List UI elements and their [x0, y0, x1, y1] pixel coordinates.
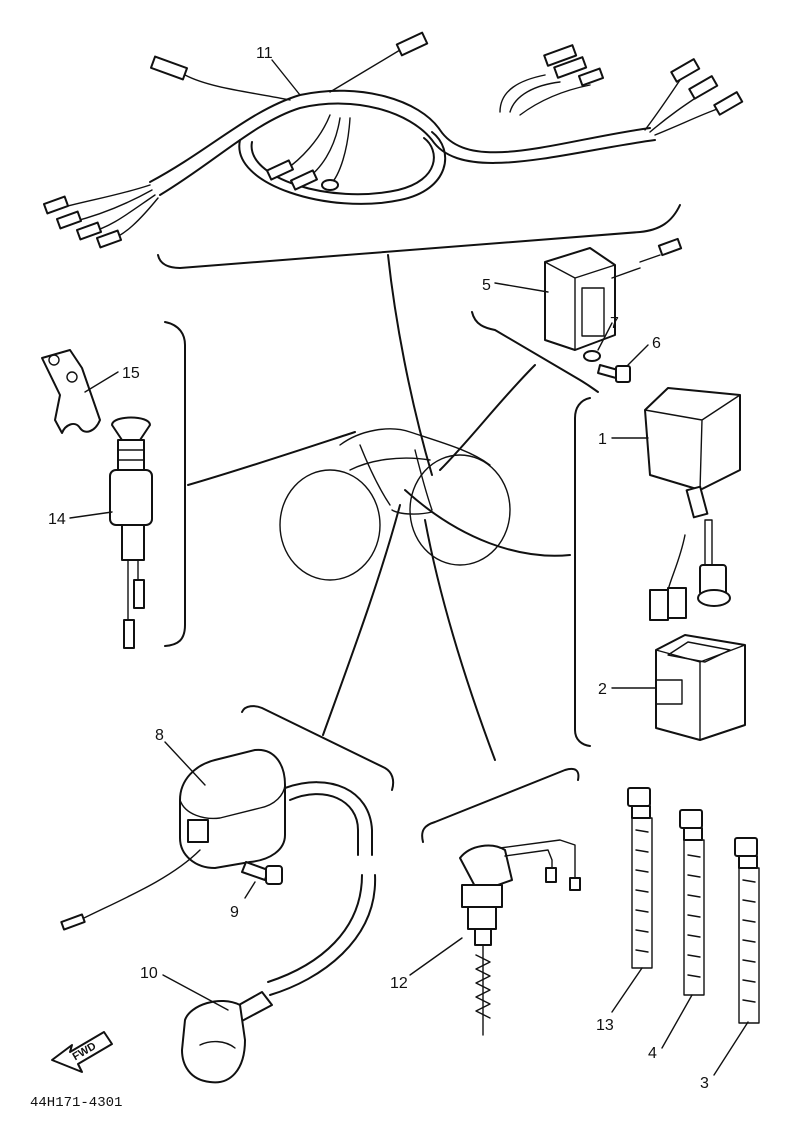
label-part-8: 8 — [155, 727, 164, 744]
label-part-4: 4 — [648, 1045, 657, 1062]
label-part-6: 6 — [652, 335, 661, 352]
label-part-11: 11 — [256, 45, 273, 62]
label-part-3: 3 — [700, 1075, 709, 1092]
label-part-12: 12 — [390, 975, 408, 992]
cable-tie-part-13 — [627, 787, 653, 969]
cable-tie-part-3 — [734, 837, 760, 1024]
plug-lead-part-12 — [459, 839, 581, 1036]
ignition-coil-part-8 — [60, 748, 377, 996]
diagram-code: 44H171-4301 — [30, 1095, 122, 1111]
cable-tie-part-4 — [679, 809, 705, 996]
group-bracket-right — [574, 397, 591, 747]
plug-cap-part-10 — [181, 991, 273, 1084]
bracket-part-15 — [41, 349, 101, 434]
switch-part-14 — [109, 416, 153, 649]
group-bracket-plug — [421, 767, 580, 843]
label-part-7: 7 — [610, 315, 619, 332]
label-part-9: 9 — [230, 904, 239, 921]
label-part-13: 13 — [596, 1017, 614, 1034]
group-bracket-coil — [241, 705, 395, 791]
label-part-10: 10 — [140, 965, 158, 982]
label-part-1: 1 — [598, 431, 607, 448]
relay-part-1 — [644, 387, 741, 621]
wire-harness-part-11 — [42, 31, 744, 269]
group-bracket-left — [164, 321, 186, 647]
leader-lines — [187, 254, 571, 761]
group-bracket-cdi — [471, 311, 599, 393]
bolt-part-9 — [241, 861, 283, 885]
washer-part-7 — [583, 350, 601, 362]
forward-direction-arrow: FWD — [51, 1031, 113, 1073]
motorcycle-outline — [279, 428, 511, 581]
label-part-15: 15 — [122, 365, 140, 382]
label-part-2: 2 — [598, 681, 607, 698]
part-labels: 11 5 7 6 15 1 14 2 8 9 10 12 13 4 3 — [48, 45, 709, 1092]
label-part-14: 14 — [48, 511, 66, 528]
callout-leaders — [69, 59, 749, 1076]
label-part-5: 5 — [482, 277, 491, 294]
cdi-unit-part-5 — [544, 237, 683, 351]
cover-part-2 — [655, 634, 746, 741]
bolt-part-6 — [597, 364, 631, 383]
